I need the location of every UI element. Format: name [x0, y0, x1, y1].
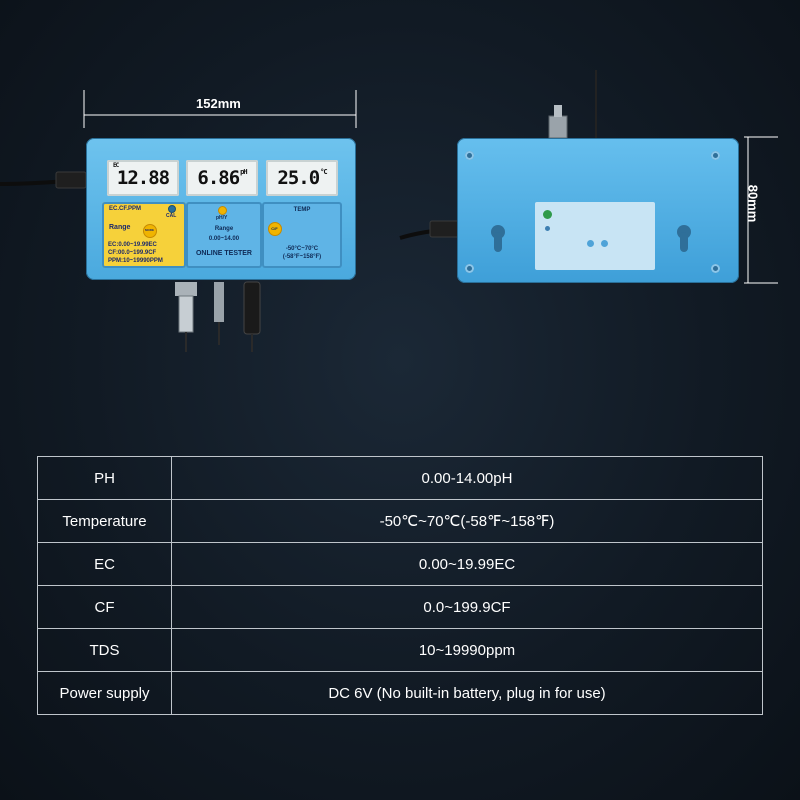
- width-dimension-label: 152mm: [196, 96, 241, 111]
- temp-display-value: 25.0: [277, 167, 320, 189]
- ph-cal-label: pH/Y: [216, 215, 228, 221]
- spec-value: DC 6V (No built-in battery, plug in for …: [171, 671, 763, 715]
- temp-display: 25.0 °C: [266, 160, 338, 196]
- ec-range-line: EC:0.00~19.99EC: [108, 242, 157, 248]
- rear-label-dot: [543, 210, 552, 219]
- spec-key: Power supply: [37, 671, 172, 715]
- spec-value: 10~19990ppm: [171, 628, 763, 672]
- mounting-keyhole: [491, 225, 505, 252]
- temp-panel: TEMP C/F -50°C~70°C (-58°F~158°F): [262, 202, 342, 268]
- cf-button-label: C/F: [271, 226, 278, 231]
- ph-display-unit: pH: [240, 168, 248, 176]
- online-tester-label: ONLINE TESTER: [195, 250, 252, 257]
- ph-display-value: 6.86: [197, 167, 240, 189]
- screw: [711, 264, 720, 273]
- rear-label-dot: [601, 240, 608, 247]
- spec-value: -50℃~70℃(-58℉~158℉): [171, 499, 763, 543]
- ec-panel: EC.CF.PPM CAL Range MODE EC:0.00~19.99EC…: [102, 202, 186, 268]
- dimension-lines: [0, 70, 597, 352]
- table-row: Power supply DC 6V (No built-in battery,…: [37, 671, 763, 715]
- ec-range-line: PPM:10~19990PPM: [108, 258, 163, 264]
- ec-range-label: Range: [109, 224, 131, 231]
- ec-cal-label: CAL: [166, 213, 177, 219]
- ph-display: 6.86 pH: [186, 160, 258, 196]
- height-dimension-label: 80mm: [745, 184, 761, 223]
- ec-display-tag: EC: [113, 162, 119, 169]
- table-row: TDS 10~19990ppm: [37, 628, 763, 672]
- spec-value: 0.00-14.00pH: [171, 456, 763, 500]
- product-photo: 152mm 80mm EC 12.88 6.86 pH 25.0 °C EC.C…: [0, 70, 761, 352]
- ec-mode-label: MODE: [145, 228, 154, 232]
- screw: [465, 151, 474, 160]
- spec-value: 0.00~19.99EC: [171, 542, 763, 586]
- spec-key: TDS: [37, 628, 172, 672]
- rear-label-sticker: [535, 202, 655, 270]
- temp-range-line: -50°C~70°C: [285, 246, 319, 252]
- spec-key: Temperature: [37, 499, 172, 543]
- ph-panel: pH/Y Range 0.00~14.00 ONLINE TESTER: [186, 202, 262, 268]
- mounting-keyhole: [677, 225, 691, 252]
- ec-display: EC 12.88: [107, 160, 179, 196]
- ph-cal-button[interactable]: [218, 206, 227, 215]
- specs-table: PH 0.00-14.00pH Temperature -50℃~70℃(-58…: [37, 456, 763, 715]
- ph-range-value: 0.00~14.00: [208, 236, 240, 242]
- spec-value: 0.0~199.9CF: [171, 585, 763, 629]
- screw: [465, 264, 474, 273]
- spec-key: PH: [37, 456, 172, 500]
- temp-display-unit: °C: [320, 168, 328, 176]
- ec-range-line: CF:00.0~199.9CF: [108, 250, 157, 256]
- table-row: PH 0.00-14.00pH: [37, 456, 763, 500]
- screw: [711, 151, 720, 160]
- device-front: EC 12.88 6.86 pH 25.0 °C EC.CF.PPM CAL R…: [86, 138, 356, 280]
- ph-range-label: Range: [214, 226, 234, 232]
- device-back: [457, 138, 739, 283]
- temp-range-line: (-58°F~158°F): [282, 254, 322, 260]
- ec-panel-title: EC.CF.PPM: [109, 206, 142, 212]
- table-row: CF 0.0~199.9CF: [37, 585, 763, 629]
- table-row: Temperature -50℃~70℃(-58℉~158℉): [37, 499, 763, 543]
- temp-panel-title: TEMP: [293, 207, 311, 213]
- table-row: EC 0.00~19.99EC: [37, 542, 763, 586]
- ec-display-value: 12.88: [116, 167, 170, 189]
- ec-mode-button[interactable]: [143, 224, 157, 238]
- rear-label-dot: [587, 240, 594, 247]
- spec-key: EC: [37, 542, 172, 586]
- ec-cal-button[interactable]: [168, 205, 176, 213]
- rear-label-dot: [545, 226, 550, 231]
- spec-key: CF: [37, 585, 172, 629]
- cf-button[interactable]: [268, 222, 282, 236]
